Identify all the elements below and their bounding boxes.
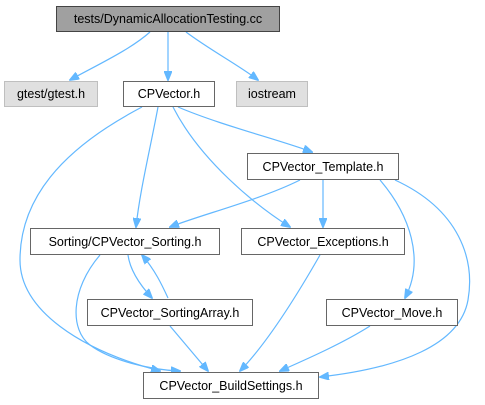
edge-sorting-to-build-settings bbox=[75, 254, 180, 371]
node-cpvector-template[interactable]: CPVector_Template.h bbox=[247, 153, 399, 180]
edge-dynamic-allocation-testing-to-iostream bbox=[185, 31, 258, 80]
edge-sorting-array-to-sorting bbox=[142, 255, 169, 299]
edge-cpvector-to-sorting bbox=[136, 106, 159, 227]
node-move[interactable]: CPVector_Move.h bbox=[326, 299, 458, 326]
edge-exceptions-to-build-settings bbox=[240, 254, 321, 371]
node-iostream[interactable]: iostream bbox=[236, 81, 308, 107]
edge-cpvector-template-to-sorting bbox=[170, 179, 301, 227]
node-sorting-array[interactable]: CPVector_SortingArray.h bbox=[87, 299, 253, 326]
node-exceptions[interactable]: CPVector_Exceptions.h bbox=[241, 228, 405, 255]
edge-move-to-build-settings bbox=[280, 325, 371, 371]
node-dynamic-allocation-testing[interactable]: tests/DynamicAllocationTesting.cc bbox=[56, 6, 280, 32]
node-sorting[interactable]: Sorting/CPVector_Sorting.h bbox=[30, 228, 220, 255]
edge-sorting-to-sorting-array bbox=[127, 254, 152, 298]
edges-group bbox=[19, 31, 471, 377]
node-gtest[interactable]: gtest/gtest.h bbox=[4, 81, 98, 107]
edge-cpvector-to-cpvector-template bbox=[177, 106, 312, 152]
edge-cpvector-template-to-move bbox=[379, 179, 415, 298]
edge-cpvector-template-to-build-settings bbox=[320, 179, 471, 377]
edge-dynamic-allocation-testing-to-gtest bbox=[70, 31, 151, 80]
node-cpvector[interactable]: CPVector.h bbox=[123, 81, 215, 107]
edge-cpvector-to-exceptions bbox=[172, 106, 290, 227]
edge-sorting-array-to-build-settings bbox=[169, 325, 208, 371]
node-build-settings[interactable]: CPVector_BuildSettings.h bbox=[143, 372, 319, 399]
